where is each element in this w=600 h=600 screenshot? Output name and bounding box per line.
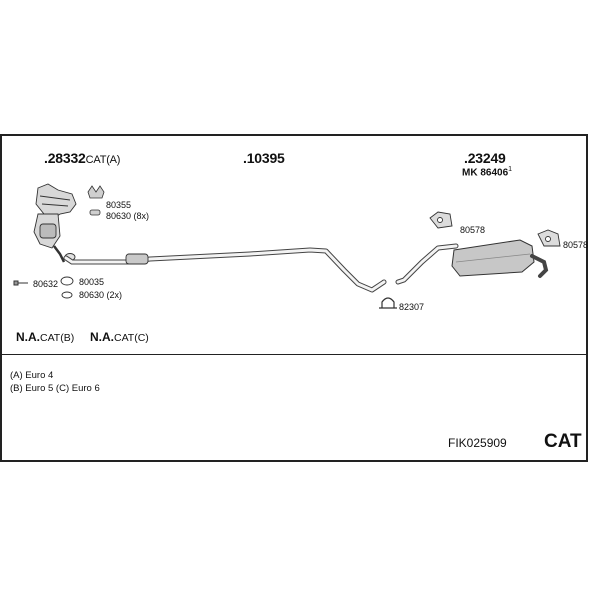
legend-line-euro5-6: (B) Euro 5 (C) Euro 6 bbox=[10, 383, 100, 394]
part-label-80035: 80035 bbox=[79, 277, 105, 287]
part-label-80578-a: 80578 bbox=[460, 225, 486, 235]
diagram-code: FIK025909 bbox=[448, 436, 507, 450]
rear-silencer-part-number: .23249 bbox=[464, 150, 506, 166]
variant-c-suffix: CAT(C) bbox=[114, 332, 149, 344]
part-label-82307: 82307 bbox=[399, 302, 425, 312]
rear-silencer-illustration bbox=[395, 239, 549, 285]
catalyst-suffix: CAT(A) bbox=[85, 154, 121, 166]
gasket-80035-illustration bbox=[60, 276, 74, 299]
mounting-kit-label: MK 864061 bbox=[462, 166, 512, 178]
variant-b-suffix: CAT(B) bbox=[40, 332, 75, 344]
front-pipe-part-number: .10395 bbox=[243, 150, 285, 166]
legend: (A) Euro 4 (B) Euro 5 (C) Euro 6 bbox=[10, 369, 100, 395]
bolt-80632-illustration bbox=[13, 280, 28, 286]
catalytic-converter-illustration bbox=[33, 183, 77, 263]
part-label-80632: 80632 bbox=[33, 279, 59, 289]
catalyst-part-number: .28332CAT(A) bbox=[44, 150, 120, 166]
mounting-kit-mark: 1 bbox=[508, 166, 513, 173]
clamp-80355-illustration bbox=[87, 185, 105, 216]
catalyst-number: .28332 bbox=[44, 150, 86, 166]
variant-cat-c: N.A.CAT(C) bbox=[90, 330, 149, 344]
diagram-frame bbox=[0, 134, 588, 462]
variant-c-prefix: N.A. bbox=[90, 330, 114, 344]
exhaust-system-drawing bbox=[13, 183, 561, 309]
front-pipe-illustration bbox=[63, 247, 387, 293]
legend-line-euro4: (A) Euro 4 bbox=[10, 370, 54, 381]
part-label-80630-2x: 80630 (2x) bbox=[79, 290, 123, 300]
part-label-80630-8x: 80630 (8x) bbox=[106, 211, 150, 221]
part-label-80578-b: 80578 bbox=[563, 240, 589, 250]
variant-cat-b: N.A.CAT(B) bbox=[16, 330, 74, 344]
rubber-mount-80578-illustration bbox=[429, 211, 561, 247]
cat-badge: CAT bbox=[544, 431, 582, 452]
clamp-82307-illustration bbox=[379, 297, 397, 309]
mounting-kit-number: MK 86406 bbox=[462, 167, 509, 179]
section-divider bbox=[2, 354, 586, 355]
part-label-80355: 80355 bbox=[106, 200, 132, 210]
variant-b-prefix: N.A. bbox=[16, 330, 40, 344]
